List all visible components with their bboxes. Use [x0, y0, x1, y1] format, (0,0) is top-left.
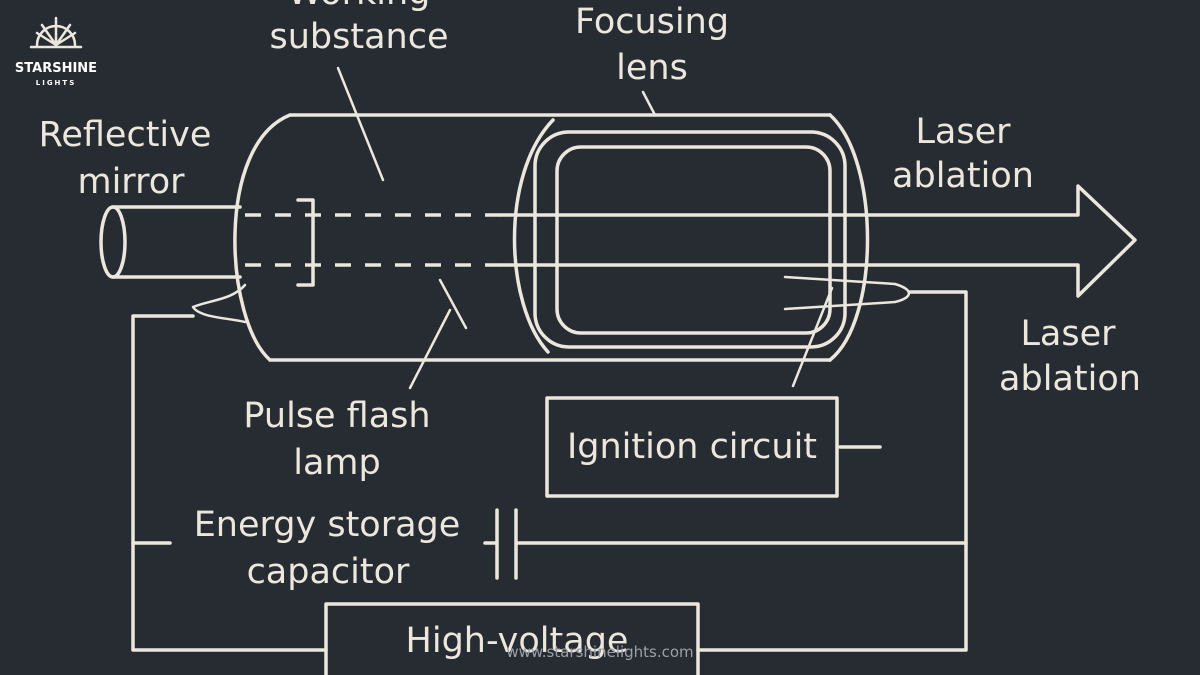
label-high-voltage: High-voltage [406, 621, 629, 661]
laser-tube [233, 113, 870, 362]
reflective-mirror-shape [99, 205, 242, 279]
label-ablation-right-line2: ablation [999, 359, 1141, 399]
logo-sub: LIGHTS [36, 79, 77, 87]
flash-lamp-electrode-left [191, 283, 247, 324]
label-working-line1: Working [288, 0, 431, 13]
label-working-line2: substance [270, 17, 449, 57]
label-ignition-circuit: Ignition circuit [567, 427, 817, 467]
label-focusing-line1: Focusing [575, 2, 729, 42]
mirror-bracket [296, 198, 315, 287]
label-pulse-line2: lamp [293, 443, 380, 483]
logo-name: STARSHINE [15, 61, 97, 76]
dashed-beam [245, 213, 500, 267]
label-ablation-right-line1: Laser [1020, 314, 1116, 354]
leader-lines [336, 66, 834, 390]
label-capacitor-line2: capacitor [247, 552, 410, 592]
high-voltage-box [324, 602, 700, 675]
label-focusing-line2: lens [616, 48, 688, 88]
starburst-icon [29, 16, 83, 49]
focusing-lens [512, 118, 847, 354]
label-capacitor-line1: Energy storage [194, 505, 461, 545]
circuit-wires [131, 290, 968, 652]
label-mirror-line2: mirror [77, 162, 185, 202]
label-ablation-top-line1: Laser [915, 112, 1011, 152]
label-pulse-line1: Pulse flash [243, 396, 430, 436]
laser-output-arrow [498, 184, 1137, 298]
flash-lamp-electrode-right [783, 275, 911, 311]
starshine-logo: STARSHINE LIGHTS [15, 16, 97, 87]
watermark-url: www.starshinelights.com [506, 643, 693, 661]
label-ablation-top-line2: ablation [892, 156, 1034, 196]
ignition-circuit-box [545, 396, 839, 498]
label-mirror-line1: Reflective [39, 115, 212, 155]
capacitor-symbol [495, 508, 518, 580]
